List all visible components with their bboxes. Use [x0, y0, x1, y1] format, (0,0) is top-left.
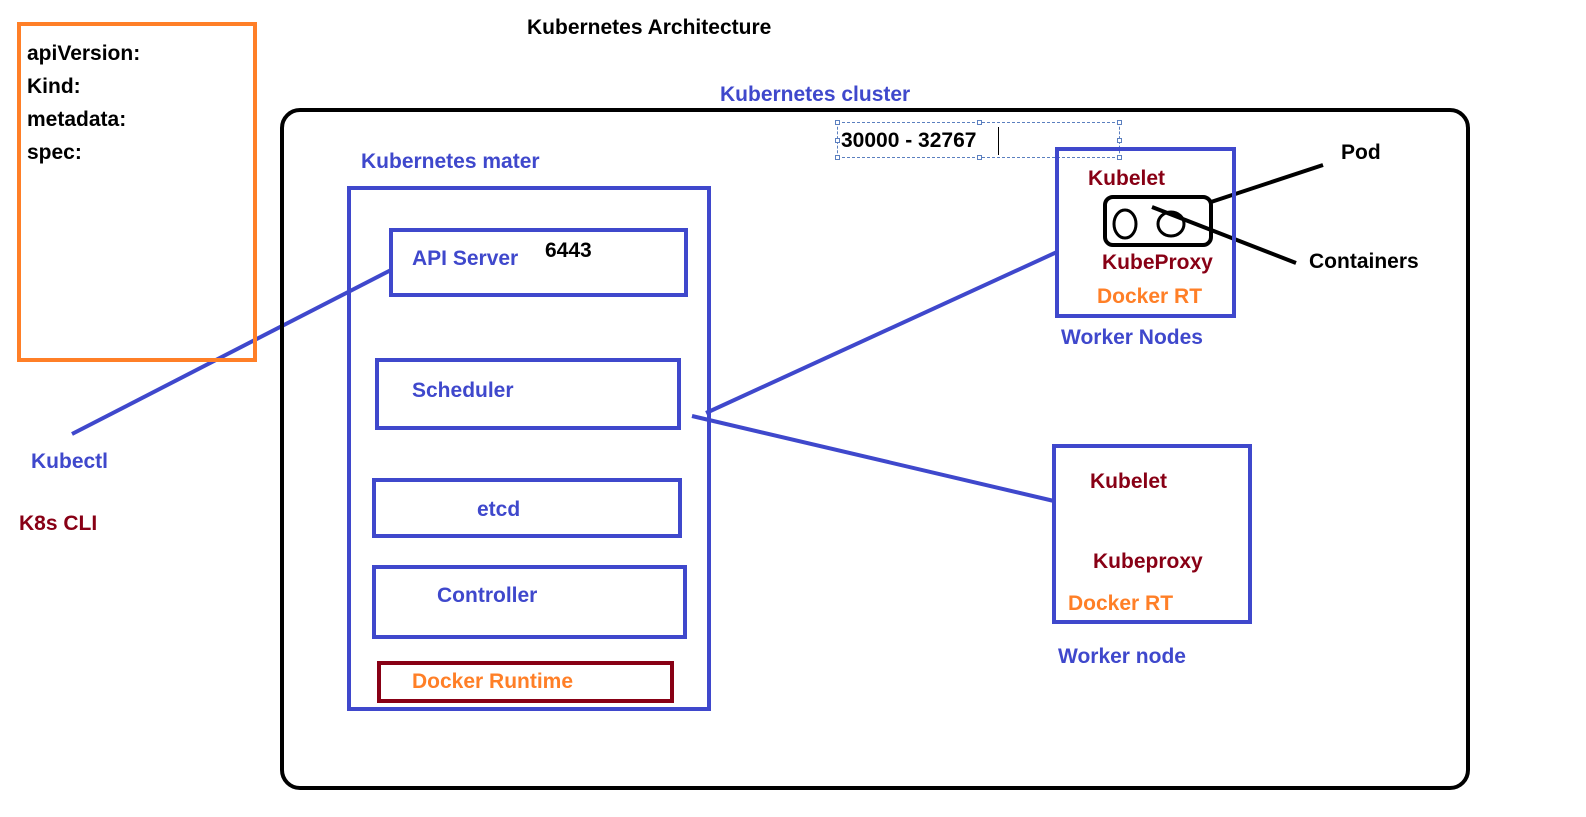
resize-handle[interactable] [1117, 138, 1122, 143]
worker-nodes-docker-label: Docker RT [1097, 285, 1203, 308]
text-cursor [998, 127, 999, 155]
etcd-label: etcd [477, 498, 521, 521]
yaml-field-kind: Kind: [27, 75, 81, 98]
pod-box [1103, 195, 1213, 247]
worker-node-label: Worker node [1058, 645, 1186, 668]
kubectl-label: Kubectl [31, 450, 109, 473]
worker-node-docker-label: Docker RT [1068, 592, 1174, 615]
yaml-field-apiversion: apiVersion: [27, 42, 141, 65]
resize-handle[interactable] [1117, 155, 1122, 160]
resize-handle[interactable] [1117, 120, 1122, 125]
cluster-box [280, 108, 1470, 790]
api-server-label: API Server [412, 247, 519, 270]
etcd-box [372, 478, 682, 538]
worker-nodes-kubelet-label: Kubelet [1088, 167, 1166, 190]
pod-label: Pod [1341, 141, 1381, 164]
worker-nodes-label: Worker Nodes [1061, 326, 1203, 349]
resize-handle[interactable] [835, 138, 840, 143]
diagram-title: Kubernetes Architecture [527, 16, 772, 39]
cluster-label: Kubernetes cluster [720, 83, 911, 106]
scheduler-label: Scheduler [412, 379, 514, 402]
containers-label: Containers [1309, 250, 1419, 273]
yaml-manifest-box: apiVersion: Kind: metadata: spec: [17, 22, 257, 362]
master-label: Kubernetes mater [361, 150, 540, 173]
resize-handle[interactable] [977, 155, 982, 160]
resize-handle[interactable] [835, 155, 840, 160]
port-range-textbox[interactable]: 30000 - 32767 [835, 120, 1122, 160]
master-box [347, 186, 711, 711]
port-range-text: 30000 - 32767 [841, 129, 977, 152]
docker-runtime-box [377, 661, 674, 703]
worker-nodes-kubeproxy-label: KubeProxy [1102, 251, 1213, 274]
worker-node-box [1052, 444, 1252, 624]
yaml-field-metadata: metadata: [27, 108, 127, 131]
yaml-field-spec: spec: [27, 141, 82, 164]
controller-label: Controller [437, 584, 538, 607]
scheduler-box [375, 358, 681, 430]
resize-handle[interactable] [977, 120, 982, 125]
worker-node-kubeproxy-label: Kubeproxy [1093, 550, 1203, 573]
controller-box [372, 565, 687, 639]
api-server-box [389, 228, 688, 297]
k8s-cli-label: K8s CLI [19, 512, 98, 535]
worker-node-kubelet-label: Kubelet [1090, 470, 1168, 493]
api-port-label: 6443 [545, 239, 592, 262]
docker-runtime-label: Docker Runtime [412, 670, 574, 693]
worker-nodes-box [1055, 147, 1236, 318]
resize-handle[interactable] [835, 120, 840, 125]
